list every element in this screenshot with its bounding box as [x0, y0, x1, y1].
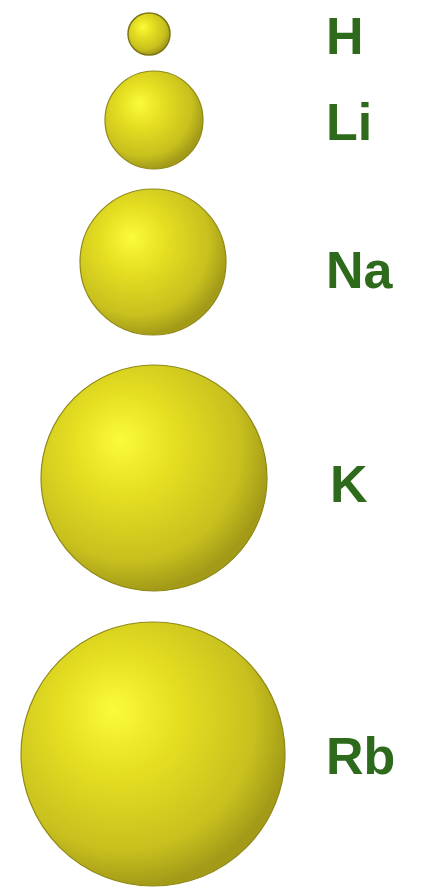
element-symbol: H: [326, 10, 364, 62]
rubidium-sphere: [21, 622, 285, 886]
sodium-sphere: [80, 189, 226, 335]
element-symbol: Na: [326, 244, 392, 296]
hydrogen-sphere: [128, 13, 170, 55]
lithium-sphere: [105, 71, 203, 169]
element-symbol: Rb: [326, 730, 395, 782]
element-symbol: Li: [326, 96, 372, 148]
potassium-sphere: [41, 365, 267, 591]
element-symbol: K: [330, 458, 368, 510]
